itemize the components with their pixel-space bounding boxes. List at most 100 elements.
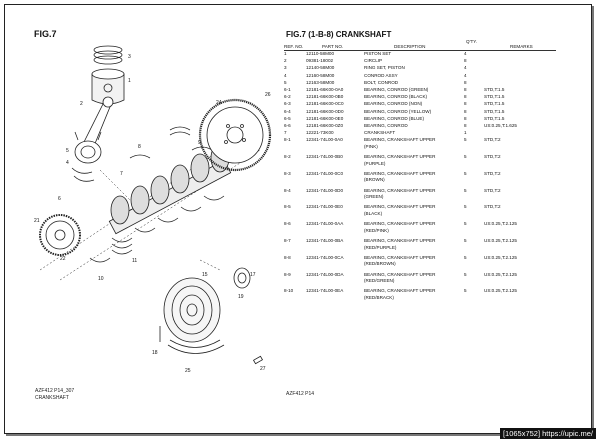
callout: 25 (185, 368, 191, 374)
ref-cell: 8-9 (284, 271, 291, 277)
desc-cell: CIRCLIP (364, 58, 464, 65)
footer-right: AZF412 P14 (286, 391, 315, 397)
desc-line: (RED/GREEN) (364, 278, 395, 284)
remarks-cell: STD,T:1.5 (484, 108, 505, 114)
ref-cell: 8-4 (284, 187, 291, 193)
ref-cell: 8-8 (284, 254, 291, 260)
part-cell: 12341-74L00-0A0 (306, 137, 343, 143)
oil-seal (233, 267, 251, 289)
remarks-cell: US:0.25,T:2.125 (484, 221, 517, 227)
desc-line: BEARING, CRANKSHAFT UPPER (364, 187, 436, 193)
part-cell: 12110-58M00 (306, 51, 335, 56)
qty-cell: 5 (464, 170, 467, 176)
piston-ring (93, 50, 123, 60)
callout: 1 (128, 78, 131, 84)
footer-left: AZF412 P14_307 CRANKSHAFT (35, 388, 74, 402)
remarks-cell: STD,T:2 (484, 170, 501, 176)
main-bearings-upper (129, 126, 213, 159)
desc-line: CIRCLIP (364, 58, 383, 64)
conrod-bolt (74, 131, 79, 141)
remarks-cell: US:0.25,T:1.625 (484, 122, 517, 128)
ref-cell: 8-6 (284, 221, 291, 227)
piston-ring (93, 45, 123, 55)
part-cell: 12160-58M00 (306, 72, 335, 78)
remarks-cell: US:0.25,T:2.125 (484, 271, 517, 277)
qty-cell: 8 (464, 101, 467, 107)
callout: 9 (198, 140, 201, 146)
qty-cell: 1 (464, 130, 467, 136)
desc-line: BEARING, CONROD (BLACK) (364, 94, 428, 100)
remarks-cell: STD,T:2 (484, 137, 501, 143)
piston-pin (103, 83, 113, 93)
desc-line: BEARING, CONROD (YELLOW) (364, 108, 432, 114)
desc-line: CRANKSHAFT (364, 130, 396, 136)
desc-cell: PISTON SET (364, 51, 464, 58)
qty-cell: 5 (464, 254, 467, 260)
desc-line: BEARING, CRANKSHAFT UPPER (364, 170, 436, 176)
desc-cell: BEARING, CONROD (GREEN) (364, 87, 464, 94)
part-cell: 12341-74L00-0EA (306, 288, 344, 294)
remarks-cell: US:0.25,T:2.125 (484, 254, 517, 260)
desc-line: (PURPLE) (364, 160, 386, 166)
ref-cell: 8-5 (284, 204, 291, 210)
qty-cell: 8 (464, 58, 467, 64)
conrod-small-end (102, 96, 114, 108)
conrod-bolt (97, 131, 102, 141)
qty-cell: 5 (464, 137, 467, 143)
desc-cell: BEARING, CRANKSHAFT UPPER(RED/PURPLE) (364, 238, 464, 251)
qty-cell: 8 (464, 115, 467, 121)
remarks-cell: STD,T:1.5 (484, 115, 505, 121)
desc-line: BEARING, CRANKSHAFT UPPER (364, 204, 436, 210)
header-remarks: REMARKS (510, 44, 533, 49)
ref-cell: 8-2 (284, 154, 291, 160)
qty-cell: 8 (464, 86, 467, 92)
desc-line: RING SET, PISTON (364, 65, 405, 71)
desc-cell: BEARING, CONROD (YELLOW) (364, 109, 464, 116)
ref-cell: 8-10 (284, 288, 294, 294)
desc-cell: CRANKSHAFT (364, 130, 464, 137)
header-desc: DESCRIPTION (394, 44, 426, 49)
part-cell: 12181-66K00-0C0 (306, 101, 344, 107)
part-cell: 12341-74L00-0B0 (306, 154, 343, 160)
ref-cell: 3 (284, 65, 287, 71)
ref-cell: 6-5 (284, 115, 291, 121)
desc-cell: BEARING, CRANKSHAFT UPPER(PURPLE) (364, 154, 464, 167)
header-qty: Q'TY. (466, 39, 478, 44)
ref-cell: 8-3 (284, 170, 291, 176)
desc-cell: BEARING, CONROD (BLACK) (364, 94, 464, 101)
part-cell: 12341-74L00-0C0 (306, 170, 344, 176)
flywheel (198, 98, 272, 172)
callout: 22 (60, 256, 66, 262)
desc-cell: BEARING, CONROD (NON) (364, 101, 464, 108)
desc-line: (PINK) (364, 143, 378, 149)
callout: 27 (260, 366, 266, 372)
desc-line: (RED/BRACK) (364, 294, 394, 300)
qty-cell: 5 (464, 154, 467, 160)
header-ref: REF. NO. (284, 44, 304, 49)
desc-line: (BLACK) (364, 210, 383, 216)
remarks-cell: STD,T:1.5 (484, 101, 505, 107)
qty-cell: 4 (464, 72, 467, 78)
desc-cell: BEARING, CRANKSHAFT UPPER(BLACK) (364, 204, 464, 217)
desc-cell: CONROD ASSY (364, 73, 464, 80)
callout: 26 (265, 92, 271, 98)
footer-left-title: CRANKSHAFT (35, 395, 69, 401)
page-title: FIG.7 (1-B-8) CRANKSHAFT (286, 30, 392, 39)
callout: 10 (98, 276, 104, 282)
remarks-cell: US:0.25,T:2.125 (484, 288, 517, 294)
desc-line: BEARING, CONROD (GREEN) (364, 86, 429, 92)
qty-cell: 4 (464, 65, 467, 71)
header-part: PART NO. (322, 44, 344, 49)
ref-cell: 6-2 (284, 94, 291, 100)
part-cell: 12341-74L00-0BA (306, 238, 344, 244)
qty-cell: 8 (464, 94, 467, 100)
desc-cell: BOLT, CONROD (364, 80, 464, 87)
callout: 24 (216, 100, 222, 106)
qty-cell: 4 (464, 51, 467, 56)
